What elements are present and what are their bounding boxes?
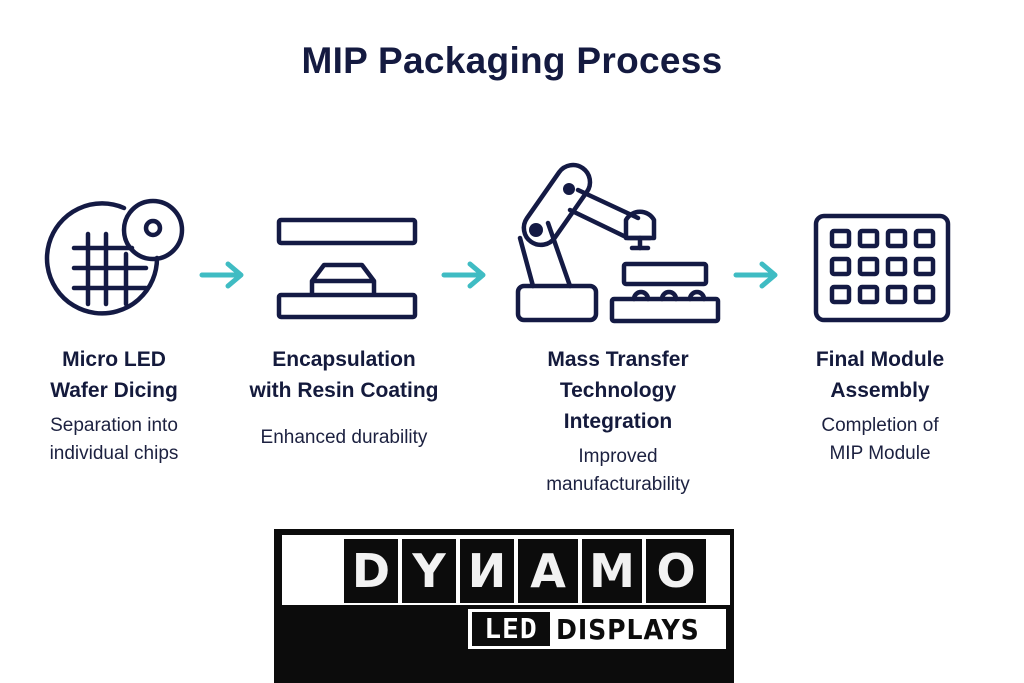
- logo-letter: M: [582, 539, 642, 603]
- logo-letter: Y: [402, 539, 456, 603]
- led-module-grid-icon: [813, 213, 951, 323]
- wafer-saw-icon: [44, 198, 192, 328]
- step-title: Micro LED Wafer Dicing: [14, 344, 214, 406]
- step-title-line: with Resin Coating: [249, 379, 439, 402]
- step-title-line: Assembly: [830, 379, 930, 402]
- arrow-right-icon: [440, 260, 488, 295]
- step-title-line: Micro LED: [62, 348, 166, 371]
- step-desc-line: individual chips: [49, 443, 179, 464]
- dynamo-led-displays-logo: D Y И A M O LED DISPLAYS: [274, 529, 734, 683]
- step-encapsulation: Encapsulation with Resin Coating Enhance…: [224, 344, 464, 452]
- step-final-assembly: Final Module Assembly Completion of MIP …: [780, 344, 980, 468]
- step-title: Final Module Assembly: [780, 344, 980, 406]
- step-title-line: Wafer Dicing: [50, 379, 178, 402]
- logo-letter: O: [646, 539, 706, 603]
- step-description: Completion of MIP Module: [780, 412, 980, 468]
- step-title-line: Integration: [563, 410, 673, 433]
- logo-letter: A: [518, 539, 578, 603]
- step-desc-line: Enhanced durability: [260, 427, 428, 448]
- diagram-title: MIP Packaging Process: [301, 40, 723, 81]
- arrow-right-icon: [732, 260, 780, 295]
- logo-displays-text: DISPLAYS: [556, 612, 700, 646]
- step-desc-line: Separation into: [50, 415, 178, 436]
- step-desc-line: Completion of: [821, 415, 939, 436]
- logo-letter: И: [460, 539, 514, 603]
- step-title-line: Final Module: [815, 348, 945, 371]
- step-title-line: Technology: [559, 379, 677, 402]
- step-desc-line: Improved: [578, 446, 658, 467]
- step-wafer-dicing: Micro LED Wafer Dicing Separation into i…: [14, 344, 214, 468]
- step-description: Separation into individual chips: [14, 412, 214, 468]
- robot-arm-icon: [508, 162, 723, 324]
- step-title: Mass Transfer Technology Integration: [508, 344, 728, 437]
- step-title-line: Encapsulation: [272, 348, 416, 371]
- step-title-line: Mass Transfer: [547, 348, 689, 371]
- encapsulation-mold-icon: [276, 217, 421, 323]
- logo-subtitle: LED DISPLAYS: [466, 607, 728, 651]
- logo-led-badge: LED: [472, 612, 550, 646]
- step-description: Improved manufacturability: [508, 443, 728, 499]
- arrow-right-icon: [198, 260, 246, 295]
- step-desc-line: manufacturability: [546, 474, 690, 495]
- step-mass-transfer: Mass Transfer Technology Integration Imp…: [508, 344, 728, 499]
- step-title: Encapsulation with Resin Coating: [224, 344, 464, 406]
- step-desc-line: MIP Module: [829, 443, 931, 464]
- step-description: Enhanced durability: [224, 424, 464, 452]
- logo-letter: D: [344, 539, 398, 603]
- logo-wordmark: D Y И A M O: [344, 539, 706, 603]
